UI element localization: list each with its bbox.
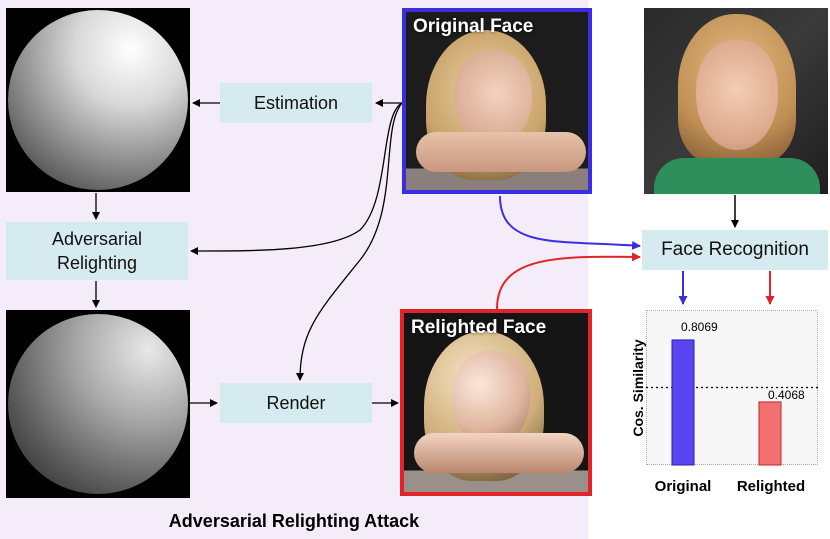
x-tick-relighted: Relighted	[736, 478, 806, 495]
render-box: Render	[220, 383, 372, 423]
face-recognition-box: Face Recognition	[642, 230, 828, 270]
diagram-caption: Adversarial Relighting Attack	[168, 511, 420, 531]
relighted-face-image: Relighted Face	[400, 309, 592, 496]
adversarial-lighting-sphere	[6, 310, 190, 498]
original-face-label: Original Face	[413, 16, 534, 37]
render-label: Render	[266, 393, 326, 413]
original-face-image: Original Face	[402, 8, 592, 194]
estimation-box: Estimation	[220, 83, 372, 123]
original-face-skin	[454, 50, 532, 146]
relighted-face-arm	[414, 433, 584, 473]
face-recognition-label: Face Recognition	[661, 239, 809, 260]
chart-ylabel: Cos. Similarity	[630, 339, 646, 437]
bar-value-label-original: 0.8069	[681, 320, 718, 334]
adversarial-relighting-box: Adversarial Relighting	[6, 222, 188, 280]
relighted-face-label: Relighted Face	[411, 317, 547, 338]
reference-face-image	[644, 8, 828, 194]
bar-value-label-relighted: 0.4068	[768, 388, 805, 402]
relighted-face-skin	[452, 351, 530, 447]
adversarial-relighting-label-2: Relighting	[56, 253, 138, 273]
adversarial-relighting-label-1: Adversarial	[51, 229, 143, 249]
original-face-arm	[416, 132, 586, 172]
reference-face-skin	[696, 40, 778, 150]
estimation-label: Estimation	[253, 93, 339, 113]
x-tick-original: Original	[654, 478, 712, 495]
reference-face-shirt	[654, 158, 820, 194]
estimated-lighting-sphere	[6, 8, 190, 192]
